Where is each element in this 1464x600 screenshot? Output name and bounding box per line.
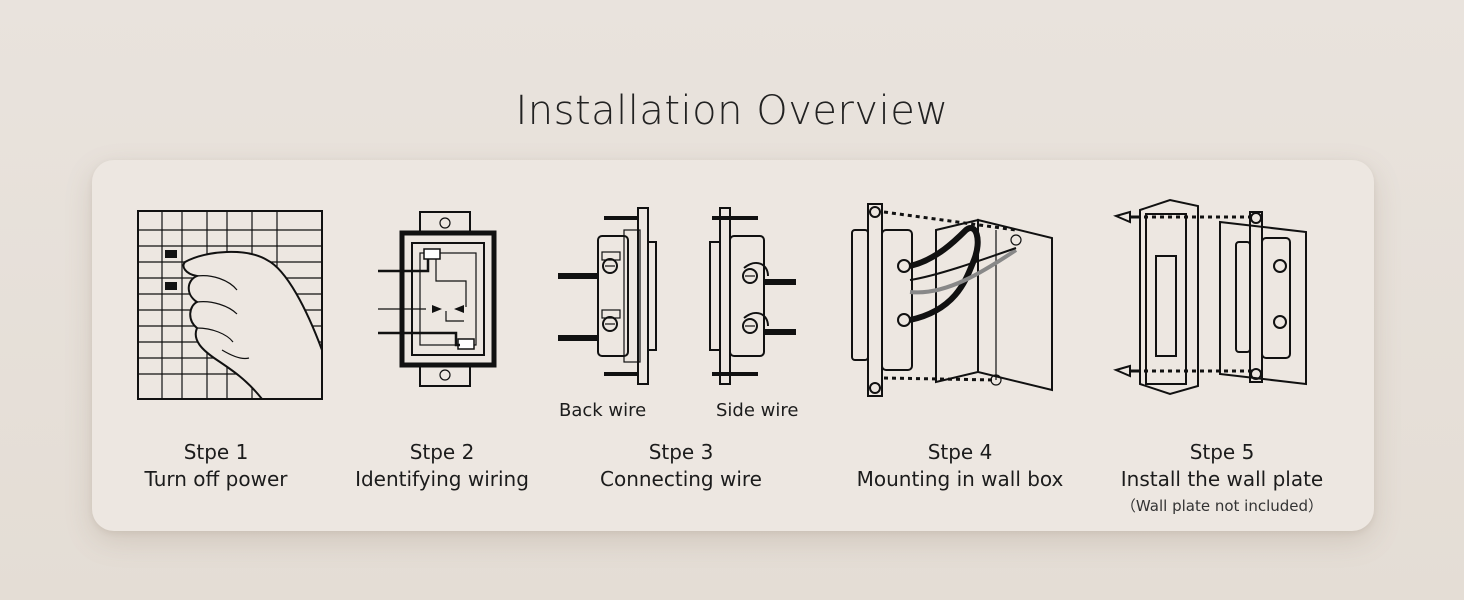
step-label: Turn off power [144, 467, 288, 491]
step-label: Connecting wire [600, 467, 762, 491]
step-5-caption: Stpe 5 Install the wall plate （Wall plat… [1102, 439, 1342, 516]
side-wire-switch-illustration [709, 207, 796, 385]
back-wire-switch-illustration [558, 207, 657, 385]
step-4-caption: Stpe 4 Mounting in wall box [840, 439, 1080, 493]
page-title: Installation Overview [515, 88, 949, 134]
wall-box-mounting-illustration [851, 203, 1053, 397]
step-number: Stpe 1 [183, 440, 249, 464]
step-number: Stpe 5 [1189, 440, 1255, 464]
back-wire-label: Back wire [559, 400, 647, 421]
step-label: Identifying wiring [355, 467, 529, 491]
step-1-caption: Stpe 1 Turn off power [116, 439, 316, 493]
wiring-box-illustration [378, 211, 497, 387]
step-label: Install the wall plate [1120, 467, 1324, 491]
step-2-caption: Stpe 2 Identifying wiring [342, 439, 542, 493]
wall-plate-illustration [1113, 198, 1307, 396]
step-3-caption: Stpe 3 Connecting wire [581, 439, 781, 493]
step-number: Stpe 2 [409, 440, 475, 464]
step-label: Mounting in wall box [856, 467, 1064, 491]
side-wire-label: Side wire [716, 400, 799, 421]
step-number: Stpe 3 [648, 440, 714, 464]
step-number: Stpe 4 [927, 440, 993, 464]
step-note: （Wall plate not included） [1120, 497, 1324, 515]
breaker-panel-illustration [137, 210, 323, 400]
